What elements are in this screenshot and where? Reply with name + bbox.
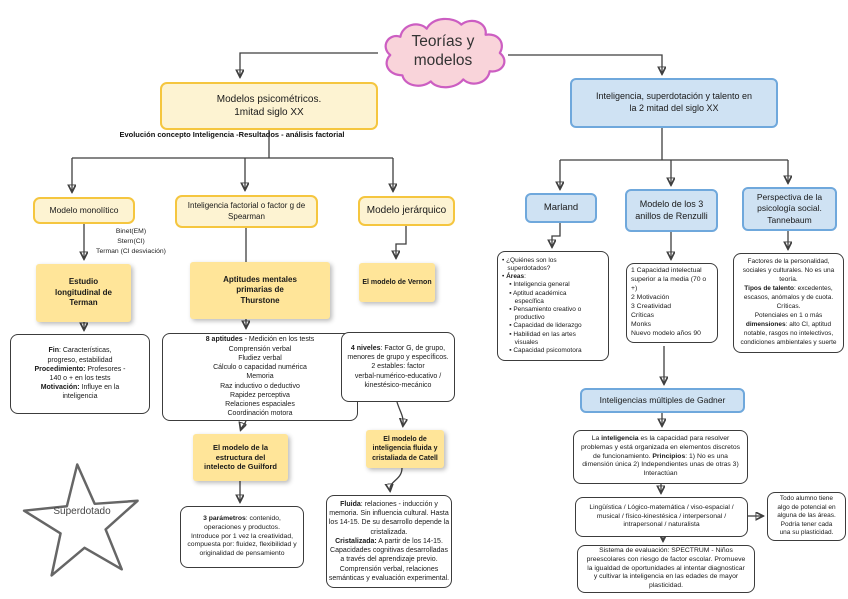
- detail-spectrum: Sistema de evaluación: SPECTRUM - Niños …: [577, 545, 755, 593]
- note-binet-stern-terman: Binet(EM) Stern(CI) Terman (CI desviació…: [96, 228, 166, 255]
- detail-tannebaum: Factores de la personalidad,sociales y c…: [733, 253, 844, 353]
- node-aptitudes-thurstone: Aptitudes mentales primarias de Thurston…: [190, 262, 330, 319]
- star-shape: [22, 463, 139, 577]
- node-inteligencia-superdotacion: Inteligencia, superdotación y talento en…: [570, 78, 778, 128]
- detail-todo-alumno: Todo alumno tiene algo de potencial en a…: [767, 492, 846, 541]
- node-modelo-vernon: El modelo de Vernon: [359, 263, 435, 302]
- node-estudio-longitudinal-terman: Estudio longitudinal de Terman: [36, 264, 131, 322]
- node-intelecto-guilford: El modelo de la estructura del intelecto…: [193, 434, 288, 481]
- node-marland: Marland: [525, 193, 597, 223]
- node-factor-g-spearman: Inteligencia factorial o factor g de Spe…: [175, 195, 318, 228]
- star-label-superdotado: Superdotado: [53, 506, 111, 518]
- detail-renzulli: 1 Capacidad intelectual superior a la me…: [626, 263, 718, 343]
- node-tannebaum: Perspectiva de la psicología social. Tan…: [742, 187, 837, 231]
- node-teorias-y-modelos: Teorías y modelos: [411, 32, 475, 69]
- detail-vernon: 4 niveles: Factor G, de grupo,menores de…: [341, 332, 455, 402]
- node-modelos-psicometricos: Modelos psicométricos. 1mitad siglo XX: [160, 82, 378, 130]
- node-3-anillos-renzulli: Modelo de los 3 anillos de Renzulli: [625, 189, 718, 232]
- detail-guilford: 3 parámetros: contenido,operaciones y pr…: [180, 506, 304, 568]
- node-inteligencias-multiples-gadner: Inteligencias múltiples de Gadner: [580, 388, 745, 413]
- detail-marland: • ¿Quiénes son los superdotados?• Áreas:…: [497, 251, 609, 361]
- cloud-shape: [384, 17, 506, 89]
- node-fluida-cristalizada-catell: El modelo de inteligencia fluida y crist…: [366, 430, 444, 468]
- node-modelo-monolitico: Modelo monolítico: [33, 197, 135, 224]
- detail-tipos-inteligencia: Lingüística / Lógico-matemática / viso-e…: [575, 497, 748, 537]
- label-evolucion-concepto: Evolución concepto Inteligencia -Resulta…: [119, 130, 345, 139]
- detail-gadner: La inteligencia es la capacidad para res…: [573, 430, 748, 484]
- node-modelo-jerarquico: Modelo jerárquico: [358, 196, 455, 226]
- detail-terman: Fin: Características,progreso, estabilid…: [10, 334, 150, 414]
